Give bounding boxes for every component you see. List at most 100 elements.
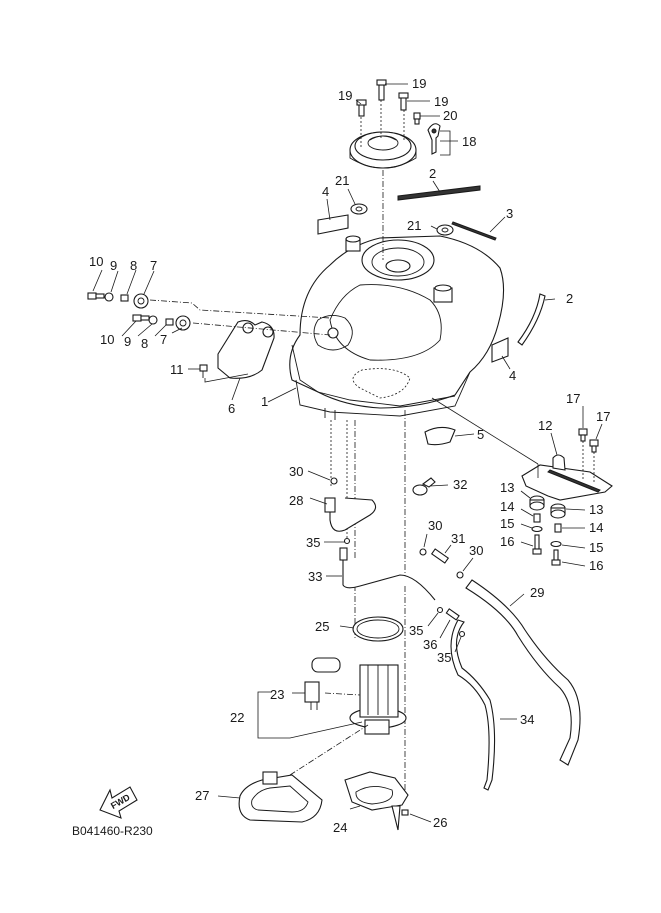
bolt-16-left — [532, 534, 542, 555]
fwd-direction-arrow: FWD — [99, 786, 138, 819]
washer-15-left — [531, 525, 543, 533]
hose-28 — [324, 497, 377, 532]
callout-2: 2 — [566, 291, 573, 306]
callout-4: 4 — [322, 184, 329, 199]
callout-18: 18 — [462, 134, 476, 149]
bolt-17-left — [578, 428, 588, 480]
callout-34: 34 — [520, 712, 534, 727]
callout-6: 6 — [228, 401, 235, 416]
reference-code: B041460-R230 — [72, 824, 153, 838]
bolt-19-right — [398, 92, 409, 140]
callout-35: 35 — [409, 623, 423, 638]
collar-8-bottom — [165, 318, 174, 326]
damper-2-side — [517, 293, 546, 346]
callout-14: 14 — [500, 499, 514, 514]
clamp-32 — [412, 477, 436, 496]
callout-28: 28 — [289, 493, 303, 508]
bolt-19-left — [356, 99, 367, 148]
grommet-21-right — [436, 224, 454, 236]
fuel-pump-22 — [349, 664, 407, 735]
callout-7: 7 — [160, 332, 167, 347]
label-4-left — [317, 214, 349, 235]
pipe-33 — [339, 547, 436, 601]
callout-22: 22 — [230, 710, 244, 725]
callout-26: 26 — [433, 815, 447, 830]
damper-13-right — [550, 503, 566, 519]
callout-10: 10 — [89, 254, 103, 269]
callout-16: 16 — [589, 558, 603, 573]
callout-32: 32 — [453, 477, 467, 492]
callout-14: 14 — [589, 520, 603, 535]
washer-9-top — [104, 292, 114, 302]
leader-lines — [92, 83, 603, 823]
callout-11: 11 — [170, 362, 184, 377]
callout-9: 9 — [124, 334, 131, 349]
bolt-26 — [401, 809, 409, 816]
callout-17: 17 — [566, 391, 580, 406]
callout-27: 27 — [195, 788, 209, 803]
clips-35 — [343, 537, 466, 638]
callout-15: 15 — [500, 516, 514, 531]
bolt-11 — [199, 364, 208, 378]
callout-20: 20 — [443, 108, 457, 123]
collar-14-left — [533, 513, 541, 523]
callout-30: 30 — [289, 464, 303, 479]
filter-23 — [304, 657, 341, 710]
joint-31 — [430, 548, 450, 564]
grommet-7-top — [133, 293, 149, 309]
callout-2: 2 — [429, 166, 436, 181]
screw-20 — [413, 112, 421, 125]
callout-7: 7 — [150, 258, 157, 273]
hose-29 — [465, 579, 581, 766]
callout-21: 21 — [407, 218, 421, 233]
callout-31: 31 — [451, 531, 465, 546]
bolt-16-right — [551, 549, 561, 566]
callout-10: 10 — [100, 332, 114, 347]
callout-35: 35 — [437, 650, 451, 665]
damper-3 — [451, 221, 497, 241]
collar-8-top — [120, 294, 129, 302]
hose-34 — [450, 619, 496, 791]
callout-8: 8 — [141, 336, 148, 351]
callout-30: 30 — [428, 518, 442, 533]
callout-23: 23 — [270, 687, 284, 702]
callout-29: 29 — [530, 585, 544, 600]
callout-12: 12 — [538, 418, 552, 433]
bolt-19-center — [376, 79, 387, 138]
bolt-10-top — [87, 292, 105, 300]
callout-4: 4 — [509, 368, 516, 383]
plate-24 — [344, 771, 409, 831]
callout-19: 19 — [434, 94, 448, 109]
grommet-7-bottom — [175, 315, 191, 331]
callout-1: 1 — [261, 394, 268, 409]
callout-36: 36 — [423, 637, 437, 652]
fuel-tank — [289, 235, 505, 420]
callout-13: 13 — [589, 502, 603, 517]
guard-5 — [424, 426, 456, 446]
washer-9-bottom — [148, 315, 158, 325]
fuel-cap-assembly — [349, 131, 417, 169]
callout-13: 13 — [500, 480, 514, 495]
callout-16: 16 — [500, 534, 514, 549]
damper-2-top — [397, 185, 481, 201]
bolt-17-right — [589, 439, 599, 484]
callout-25: 25 — [315, 619, 329, 634]
key-18 — [427, 123, 441, 155]
washer-15-right — [550, 540, 562, 548]
callout-19: 19 — [412, 76, 426, 91]
callout-30: 30 — [469, 543, 483, 558]
callout-17: 17 — [596, 409, 610, 424]
damper-13-left — [529, 495, 545, 511]
callout-35: 35 — [306, 535, 320, 550]
callout-8: 8 — [130, 258, 137, 273]
callout-19: 19 — [338, 88, 352, 103]
callout-15: 15 — [589, 540, 603, 555]
callout-labels: 1 2 2 3 4 4 5 6 7 7 8 8 9 9 10 10 11 12 … — [89, 76, 610, 835]
label-4-right — [491, 337, 509, 363]
callout-9: 9 — [110, 258, 117, 273]
callout-33: 33 — [308, 569, 322, 584]
bracket-6 — [217, 319, 275, 379]
clips-30 — [330, 477, 464, 579]
